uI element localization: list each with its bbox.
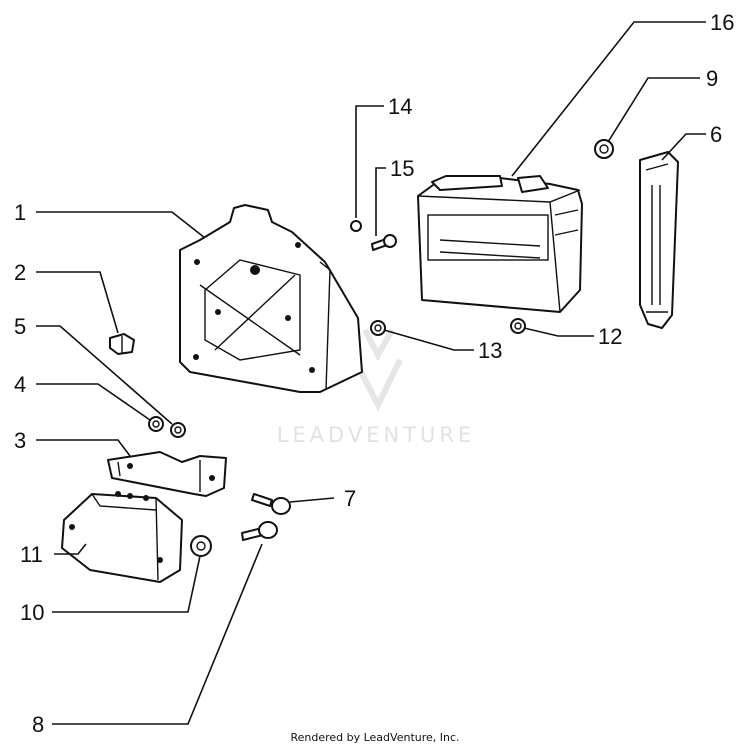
leader-11: [54, 543, 87, 555]
leader-15: [375, 167, 386, 236]
part-3-bracket[interactable]: [107, 451, 227, 497]
leader-7: [289, 497, 335, 503]
part-14-nut[interactable]: [350, 220, 362, 232]
callout-7: 7: [344, 486, 356, 511]
part-5-nut[interactable]: [170, 422, 186, 438]
callout-8: 8: [32, 712, 44, 737]
part-16-battery[interactable]: [417, 175, 583, 313]
footer-credit: Rendered by LeadVenture, Inc.: [290, 731, 459, 744]
leader-16: [511, 21, 706, 177]
leader-3: [36, 439, 131, 457]
callout-15: 15: [390, 156, 414, 181]
leader-1: [36, 211, 206, 239]
leader-9: [607, 77, 700, 143]
leader-lines: [36, 21, 706, 725]
part-7-bolt[interactable]: [251, 493, 291, 515]
leadventure-logo-icon: [352, 328, 403, 412]
part-2-clip[interactable]: [109, 333, 135, 355]
part-4-nut[interactable]: [148, 416, 164, 432]
leader-13: [383, 329, 474, 351]
part-1-mounting-plate[interactable]: [179, 204, 363, 393]
watermark: LEADVENTURE: [277, 328, 476, 447]
leader-2: [36, 271, 119, 334]
callout-9: 9: [706, 66, 718, 91]
callout-3: 3: [14, 428, 26, 453]
callout-4: 4: [14, 372, 26, 397]
part-12-screw[interactable]: [510, 318, 526, 334]
leader-5: [36, 325, 173, 425]
leader-12: [523, 327, 594, 337]
part-10-washer[interactable]: [190, 535, 212, 557]
watermark-text: LEADVENTURE: [277, 423, 476, 447]
callout-10: 10: [20, 600, 44, 625]
leader-4: [36, 383, 151, 421]
callout-6: 6: [710, 122, 722, 147]
leader-6: [661, 133, 706, 161]
callout-2: 2: [14, 260, 26, 285]
part-9-nut[interactable]: [594, 139, 614, 159]
leader-8: [52, 543, 263, 725]
callout-5: 5: [14, 314, 26, 339]
callout-11: 11: [20, 542, 43, 567]
callout-16: 16: [710, 10, 734, 35]
callout-12: 12: [598, 324, 622, 349]
part-6-strap[interactable]: [639, 151, 679, 329]
part-13-screw[interactable]: [370, 320, 386, 336]
leader-14: [355, 105, 384, 218]
part-15-screw[interactable]: [371, 234, 397, 251]
part-8-bolt[interactable]: [241, 521, 278, 541]
callout-1: 1: [14, 200, 26, 225]
callout-14: 14: [388, 94, 412, 119]
callout-13: 13: [478, 338, 502, 363]
callout-labels: 1 2 3 4 5 6 7 8 9 10 11 12 13 14 15 16: [14, 10, 734, 737]
part-11-regulator-box[interactable]: [61, 491, 183, 583]
leader-10: [52, 555, 201, 613]
